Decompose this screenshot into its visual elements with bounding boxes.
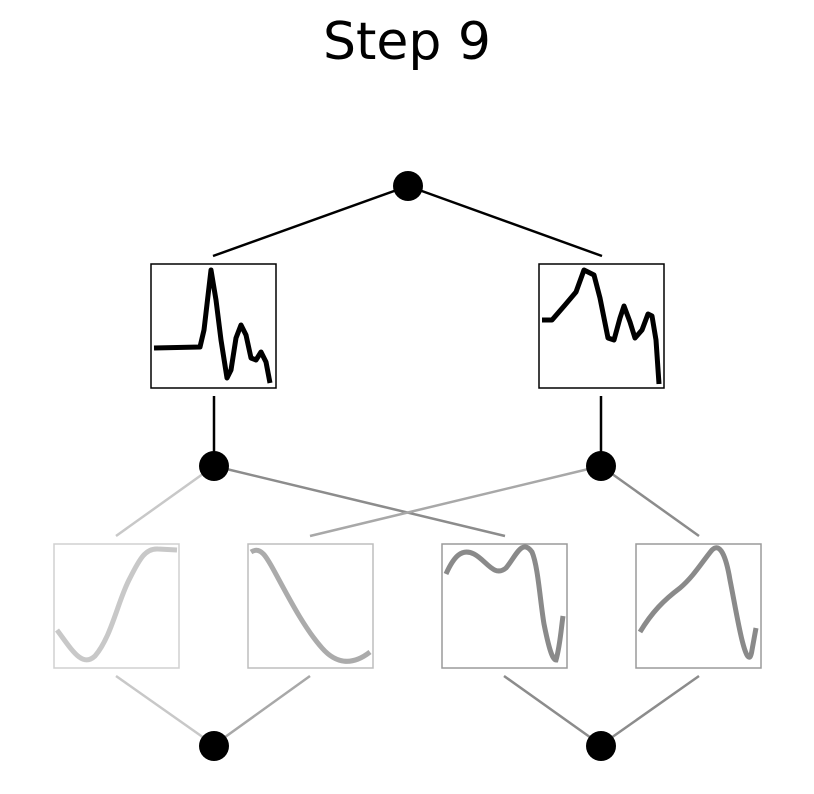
activation-curve-2-4: [637, 545, 759, 660]
activation-curve-1-1: [153, 267, 273, 384]
output-node-1: [199, 731, 229, 761]
activation-curve-1-2: [542, 267, 662, 385]
activation-box-2-4: [635, 543, 762, 669]
edge-node1-box2-1: [115, 464, 215, 538]
edge-node2-box2-4: [600, 464, 700, 538]
edge-box2-1-out1: [115, 674, 215, 747]
edge-box2-3-out2: [503, 674, 602, 747]
hidden-node-2: [586, 451, 616, 481]
activation-box-1-2: [538, 263, 665, 389]
activation-curve-2-3: [443, 544, 566, 663]
edge-box2-2-out1: [213, 674, 311, 747]
input-node: [393, 171, 423, 201]
activation-box-2-3: [441, 543, 568, 669]
edge-node2-box2-2: [309, 464, 602, 538]
activation-curve-2-2: [249, 547, 372, 664]
output-node-2: [586, 731, 616, 761]
activation-box-2-2: [247, 543, 374, 669]
activation-box-1-1: [150, 263, 277, 389]
step-title: Step 9: [322, 12, 491, 72]
edge-top-left: [212, 184, 409, 258]
edge-node1-box2-3: [213, 464, 506, 538]
edge-top-right: [407, 184, 603, 258]
hidden-node-1: [199, 451, 229, 481]
activation-box-2-1: [53, 543, 180, 669]
activation-curve-2-1: [54, 546, 178, 663]
edge-box2-4-out2: [600, 674, 700, 747]
